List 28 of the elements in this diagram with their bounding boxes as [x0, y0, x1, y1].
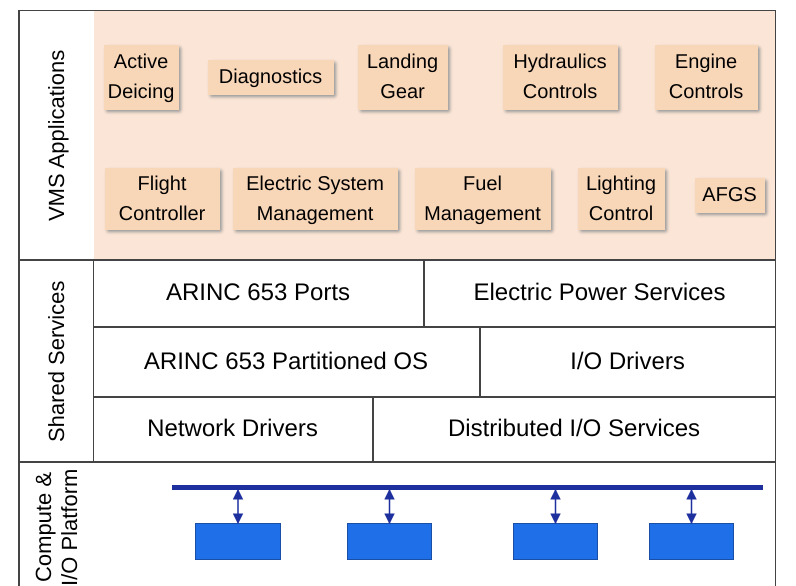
layer-label: VMS Applications [19, 11, 94, 259]
service-box: I/O Drivers [480, 326, 776, 396]
double-arrow [550, 488, 561, 524]
application-box: Flight Controller [104, 168, 220, 230]
application-box: Electric System Management [232, 168, 398, 230]
service-box: ARINC 653 Partitioned OS [92, 326, 480, 396]
application-box: Landing Gear [358, 44, 448, 110]
service-box: Network Drivers [92, 396, 372, 462]
application-box: AFGS [694, 178, 764, 212]
double-arrow [686, 488, 697, 524]
layer-band [18, 10, 776, 260]
module-box [194, 522, 280, 560]
application-box: Diagnostics [208, 60, 334, 94]
double-arrow [232, 488, 244, 524]
layer-band [18, 462, 776, 586]
application-box: Engine Controls [654, 44, 758, 110]
module-box [346, 522, 432, 560]
layer-band [18, 260, 776, 462]
service-box: ARINC 653 Ports [92, 260, 424, 326]
application-box: Fuel Management [414, 168, 550, 230]
application-box: Hydraulics Controls [502, 44, 618, 110]
module-box [512, 522, 598, 560]
application-box: Lighting Control [578, 168, 664, 230]
service-box: Electric Power Services [424, 260, 776, 326]
application-box: Active Deicing [104, 44, 178, 110]
double-arrow [384, 488, 395, 524]
module-box [648, 522, 734, 560]
service-box: Distributed I/O Services [372, 396, 776, 462]
